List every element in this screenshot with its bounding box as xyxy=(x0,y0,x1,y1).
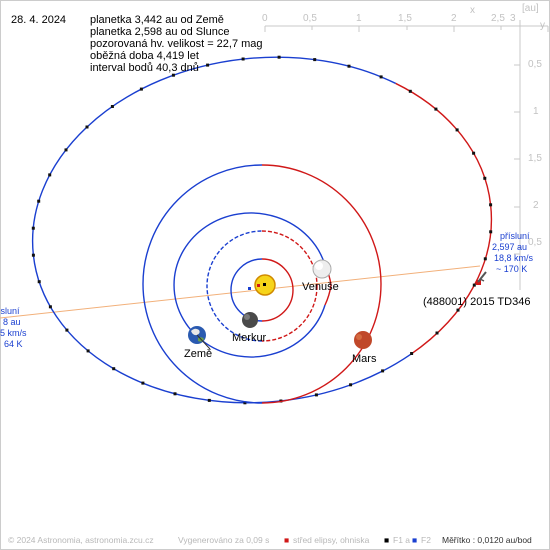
venus-label: Venuše xyxy=(302,281,339,293)
y-tick-2: 1 xyxy=(533,106,539,117)
footer-legend-f2-icon: ■ xyxy=(412,535,418,545)
orbit-point-marker xyxy=(313,58,317,62)
aphelion-temp: 64 K xyxy=(4,339,23,349)
focus-marker xyxy=(248,287,251,290)
venus-icon xyxy=(312,259,332,279)
x-tick-2: 1 xyxy=(356,13,362,24)
orbit-point-marker xyxy=(206,63,210,67)
x-tick-4: 2 xyxy=(451,13,457,24)
orbit-point-marker xyxy=(379,75,383,79)
earth-label: Země xyxy=(184,348,213,360)
orbit-point-marker xyxy=(243,401,247,405)
perihelion-distance: 2,597 au xyxy=(492,242,528,252)
orbit-point-marker xyxy=(472,151,476,155)
orbit-point-marker xyxy=(241,57,245,61)
orbit-point-marker xyxy=(347,64,351,68)
footer-legend-f1: F1 a xyxy=(393,535,411,545)
orbit-point-marker xyxy=(141,381,145,385)
orbit-point-marker xyxy=(314,393,318,397)
aphelion-distance: 8 au xyxy=(3,317,21,327)
orbit-point-markers xyxy=(31,55,493,405)
axis-unit: [au] xyxy=(522,3,539,14)
orbit-point-marker xyxy=(85,125,89,129)
orbit-point-marker xyxy=(139,87,143,91)
orbit-point-marker xyxy=(349,383,353,387)
orbit-point-marker xyxy=(455,128,459,132)
orbit-point-marker xyxy=(48,305,52,309)
orbit-point-marker xyxy=(37,199,41,203)
orbit-point-marker xyxy=(86,349,90,353)
orbit-point-marker xyxy=(456,308,460,312)
y-scale-axis xyxy=(514,20,521,290)
perihelion-speed: 18,8 km/s xyxy=(494,253,534,263)
orbit-point-marker xyxy=(381,369,385,373)
aphelion-title: slsluní xyxy=(0,306,20,316)
mars-orbit xyxy=(142,164,382,404)
footer-legend-f1-icon: ■ xyxy=(384,535,390,545)
earth-line xyxy=(196,334,211,350)
asteroid-position-icon xyxy=(476,271,487,285)
orbit-point-marker xyxy=(277,55,281,59)
mercury-label: Merkur xyxy=(232,332,267,344)
x-tick-5: 2,5 xyxy=(491,13,505,24)
y-tick-1: 0,5 xyxy=(528,59,542,70)
info-line-5: interval bodů 40,3 dnů xyxy=(90,62,199,74)
orbit-point-marker xyxy=(37,280,41,284)
orbit-point-marker xyxy=(112,367,116,371)
asteroid-label: (488001) 2015 TD346 xyxy=(423,296,531,308)
x-scale-axis xyxy=(264,25,549,32)
mars-label: Mars xyxy=(352,353,377,365)
sun-icon xyxy=(254,274,276,296)
y-tick-5: 0,5 xyxy=(528,237,542,248)
info-line-4: oběžná doba 4,419 let xyxy=(90,50,199,62)
y-tick-4: 2 xyxy=(533,200,539,211)
orbit-point-marker xyxy=(472,283,476,287)
asteroid-orbit xyxy=(31,56,493,404)
orbit-point-marker xyxy=(48,173,52,177)
perihelion-title: přísluní xyxy=(500,231,530,241)
orbit-point-marker xyxy=(410,352,414,355)
orbit-point-marker xyxy=(489,203,493,207)
x-tick-6: 3 xyxy=(510,13,516,24)
date-label: 28. 4. 2024 xyxy=(11,14,67,26)
footer-scale: Měřítko : 0,0120 au/bod xyxy=(442,535,532,545)
orbit-point-marker xyxy=(171,73,175,77)
footer-legend-center: střed elipsy, ohniska xyxy=(293,535,370,545)
orbit-point-marker xyxy=(31,253,35,257)
orbit-point-marker xyxy=(31,226,35,230)
info-line-3: pozorovaná hv. velikost = 22,7 mag xyxy=(90,38,263,50)
footer-copyright: © 2024 Astronomia, astronomia.zcu.cz xyxy=(8,535,154,545)
x-axis-label: x xyxy=(470,5,475,16)
info-line-2: planetka 2,598 au od Slunce xyxy=(90,26,230,38)
x-tick-3: 1,5 xyxy=(398,13,412,24)
mercury-icon xyxy=(242,312,258,328)
footer-legend-f2: F2 xyxy=(421,535,431,545)
orbit-point-marker xyxy=(434,107,438,111)
y-axis-label: y xyxy=(540,20,545,31)
footer-legend-center-icon: ■ xyxy=(284,535,290,545)
orbit-point-marker xyxy=(435,331,439,335)
aphelion-speed: 5 km/s xyxy=(0,328,27,338)
info-line-1: planetka 3,442 au od Země xyxy=(90,14,224,26)
orbit-point-marker xyxy=(64,148,68,152)
orbit-point-marker xyxy=(408,89,412,93)
perihelion-temp: ~ 170 K xyxy=(496,264,528,274)
orbit-point-marker xyxy=(207,398,211,402)
footer-generated: Vygenerováno za 0,09 s xyxy=(178,535,270,545)
orbit-point-marker xyxy=(173,392,177,396)
orbit-point-marker xyxy=(483,257,487,261)
mars-icon xyxy=(354,331,372,349)
orbit-point-marker xyxy=(489,230,493,234)
orbit-point-marker xyxy=(65,328,69,332)
x-tick-1: 0,5 xyxy=(303,13,317,24)
y-tick-3: 1,5 xyxy=(528,153,542,164)
apsis-line xyxy=(0,265,481,319)
x-tick-0: 0 xyxy=(262,13,268,24)
orbit-point-marker xyxy=(110,105,114,108)
orbit-point-marker xyxy=(483,176,487,180)
